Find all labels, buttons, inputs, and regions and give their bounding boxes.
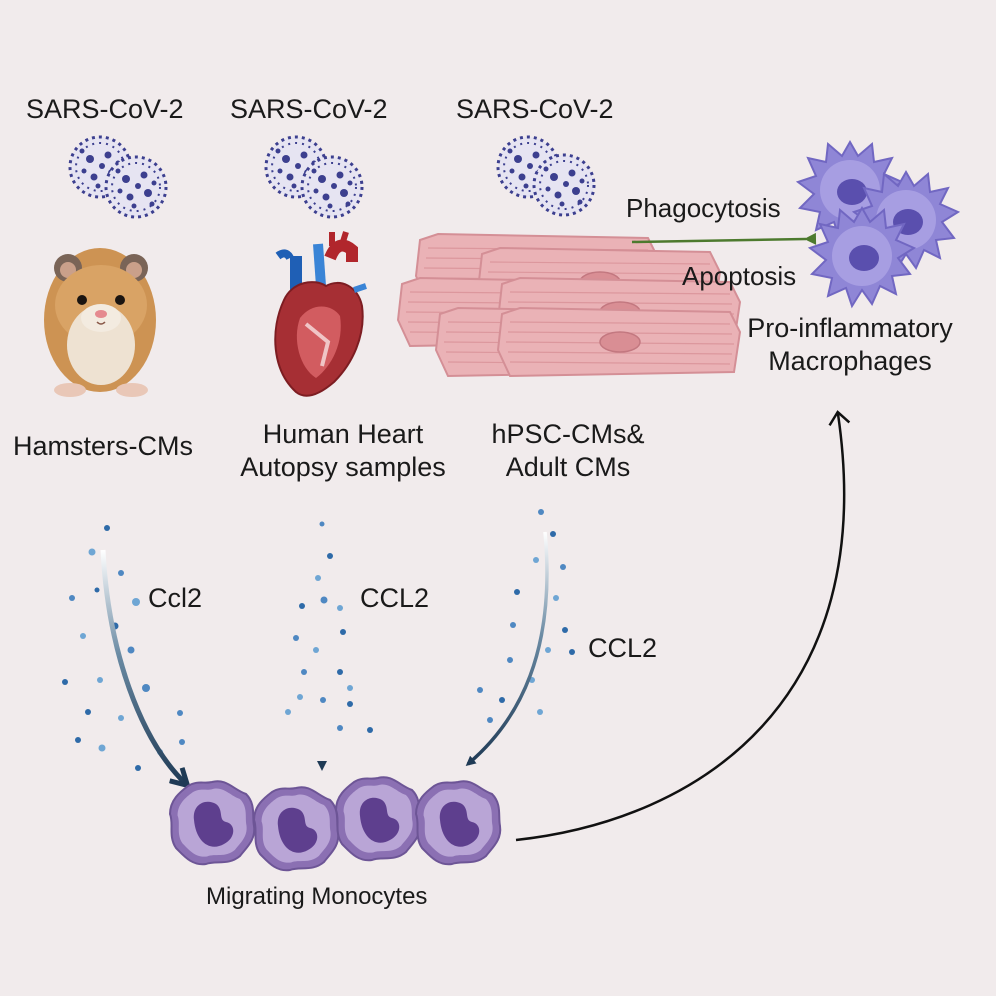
apoptosis-label: Apoptosis [682, 261, 797, 291]
chemokine-dot [118, 715, 124, 721]
chemokine-dot [367, 727, 373, 733]
chemokine-dot [97, 677, 103, 683]
chemokine-dot [487, 717, 493, 723]
monocyte-icon [253, 786, 340, 872]
chemokine-dot [499, 697, 505, 703]
chemokine-dot [319, 521, 325, 527]
hamster-icon [44, 248, 156, 397]
chemokine-dot [118, 570, 124, 576]
chemokine-dot [285, 709, 291, 715]
chemokine-dot [538, 509, 544, 515]
chemokine-dot [537, 709, 543, 715]
virus-label-3: SARS-CoV-2 [456, 94, 614, 124]
chemokine-label-human: CCL2 [360, 583, 430, 613]
macrophages-label-line1: Pro-inflammatory [747, 313, 953, 343]
chemokine-dot [347, 701, 353, 707]
chemokine-dot [85, 709, 91, 715]
phagocytosis-arrow [631, 232, 817, 245]
monocytes-label: Migrating Monocytes [206, 883, 428, 910]
chemokine-dot [510, 622, 516, 628]
chemokine-label-hpsc: CCL2 [588, 633, 658, 663]
hamster-source-label: Hamsters-CMs [13, 431, 193, 461]
chemokine-dot [179, 739, 185, 745]
virus-particle-icon [532, 153, 596, 217]
monocyte-icon [335, 776, 422, 862]
chemokine-dot [297, 694, 303, 700]
chemokine-dot [313, 647, 319, 653]
virus-label-1: SARS-CoV-2 [26, 94, 184, 124]
chemokine-dot [315, 575, 321, 581]
chemokine-dot [62, 679, 68, 685]
virus-pair-3 [496, 135, 596, 217]
human-source-label-line2: Autopsy samples [240, 452, 446, 482]
differentiation-arrow [515, 410, 851, 842]
virus-pair-1 [68, 135, 168, 219]
chemokine-dot [337, 605, 343, 611]
heart-icon [274, 231, 367, 397]
ccl2-arrow-hpsc [465, 531, 549, 766]
chemokine-dot [299, 603, 305, 609]
phagocytosis-label: Phagocytosis [626, 193, 781, 223]
hpsc-source-label-line2: Adult CMs [505, 452, 631, 482]
chemokine-dot [327, 553, 333, 559]
chemokine-dot [135, 765, 141, 771]
monocyte-icon [415, 780, 502, 866]
ccl2-arrow-hamster [100, 549, 186, 784]
chemokine-dot [75, 737, 81, 743]
chemokine-dot [337, 669, 343, 675]
chemokine-dot [127, 646, 135, 654]
chemokine-dot [340, 629, 346, 635]
chemokine-dot [337, 725, 343, 731]
chemokine-dot [514, 589, 520, 595]
chemokine-dot [293, 635, 299, 641]
virus-particle-icon [104, 155, 168, 219]
chemokine-dot [550, 531, 556, 537]
virus-particle-icon [300, 155, 364, 219]
chemokine-dot [80, 633, 86, 639]
chemokine-dot [553, 595, 559, 601]
chemokine-dot [142, 684, 150, 692]
chemokine-dot [301, 669, 307, 675]
chemokine-dot [533, 557, 539, 563]
hpsc-source-label-line1: hPSC-CMs& [491, 419, 645, 449]
monocyte-row [169, 776, 502, 872]
monocyte-icon [169, 780, 256, 866]
chemokine-dot [477, 687, 483, 693]
chemokine-dot [98, 744, 106, 752]
virus-label-2: SARS-CoV-2 [230, 94, 388, 124]
chemokine-dot [88, 548, 96, 556]
chemokine-dot [560, 564, 566, 570]
chemokine-dot [69, 595, 75, 601]
chemokine-dots [62, 509, 575, 771]
chemokine-label-hamster: Ccl2 [148, 583, 203, 613]
macrophage-cluster-icon [797, 141, 959, 307]
chemokine-dot [562, 627, 568, 633]
chemokine-dot [132, 598, 140, 606]
chemokine-dot [507, 657, 513, 663]
chemokine-dot [94, 587, 100, 593]
human-source-label-line1: Human Heart [262, 419, 424, 449]
virus-pair-2 [264, 135, 364, 219]
cardiomyocyte-cluster-icon [397, 233, 741, 377]
macrophages-label-line2: Macrophages [768, 346, 932, 376]
chemokine-dot [545, 647, 551, 653]
chemokine-dot [347, 685, 353, 691]
chemokine-dot [569, 649, 575, 655]
chemokine-dot [177, 710, 183, 716]
chemokine-dot [104, 525, 110, 531]
